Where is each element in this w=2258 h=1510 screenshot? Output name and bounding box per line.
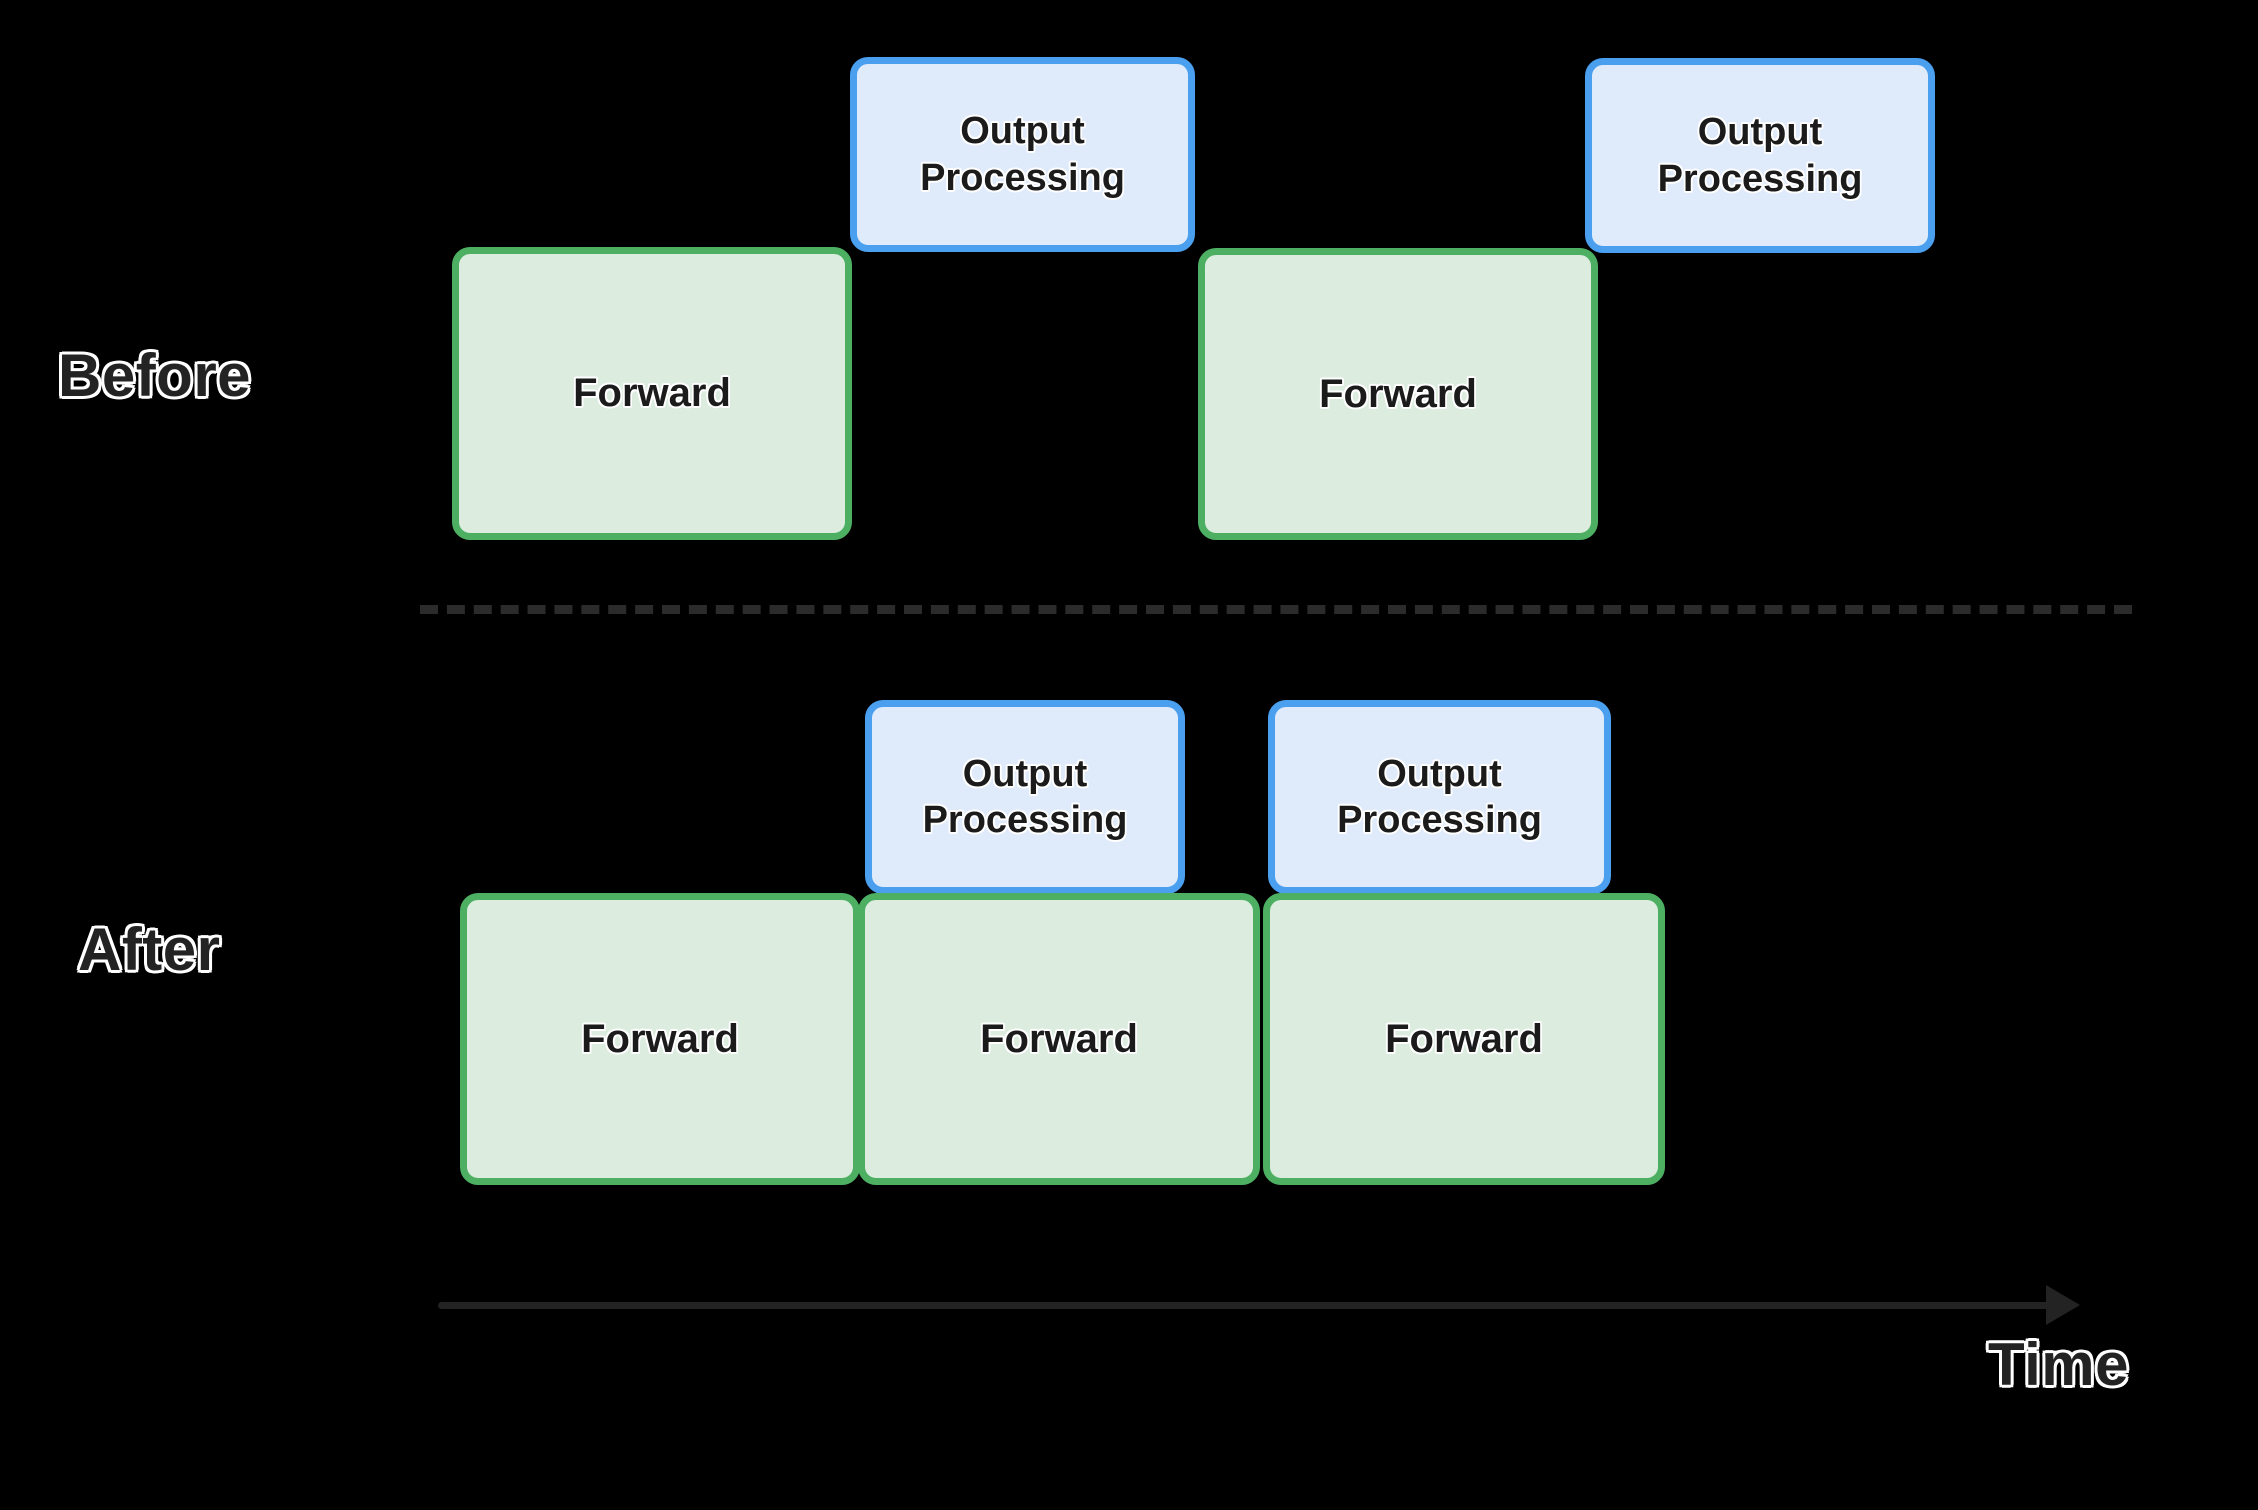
before-forward-2-label: Forward: [1319, 371, 1477, 416]
after-forward-3-label: Forward: [1385, 1016, 1543, 1061]
after-forward-1: Forward: [460, 893, 860, 1185]
time-axis-line: [438, 1302, 2050, 1309]
after-forward-1-label: Forward: [581, 1016, 739, 1061]
after-forward-3: Forward: [1263, 893, 1665, 1185]
before-forward-1-label: Forward: [573, 371, 731, 416]
time-axis-arrowhead: [2046, 1285, 2080, 1325]
section-divider: [420, 605, 2132, 614]
before-forward-2: Forward: [1198, 248, 1598, 540]
row-label-after: After: [78, 916, 221, 983]
after-forward-2: Forward: [858, 893, 1260, 1185]
time-axis-label: Time: [1988, 1331, 2129, 1398]
before-forward-1: Forward: [452, 247, 852, 540]
row-label-before: Before: [58, 342, 252, 409]
after-forward-2-label: Forward: [980, 1016, 1138, 1061]
